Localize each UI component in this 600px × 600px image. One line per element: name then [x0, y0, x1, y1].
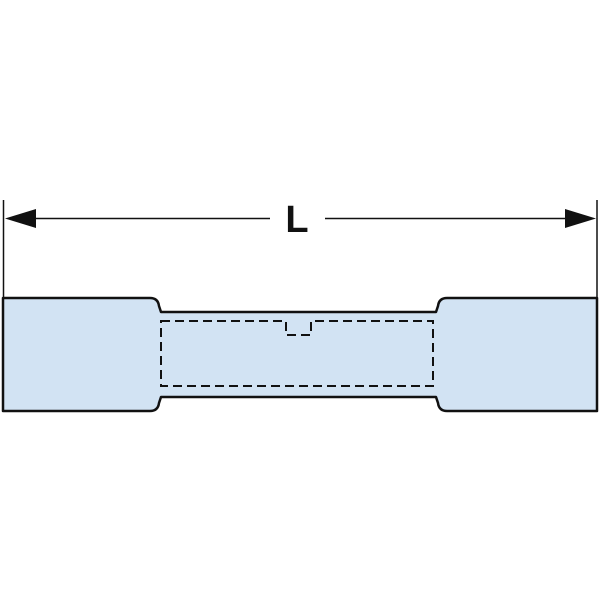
right-arrowhead-icon — [565, 209, 596, 228]
connector-body — [1, 296, 599, 413]
left-arrowhead-icon — [5, 209, 36, 228]
inner-barrel-dashed-outline — [160, 320, 434, 387]
dimension-label: L — [285, 199, 308, 241]
